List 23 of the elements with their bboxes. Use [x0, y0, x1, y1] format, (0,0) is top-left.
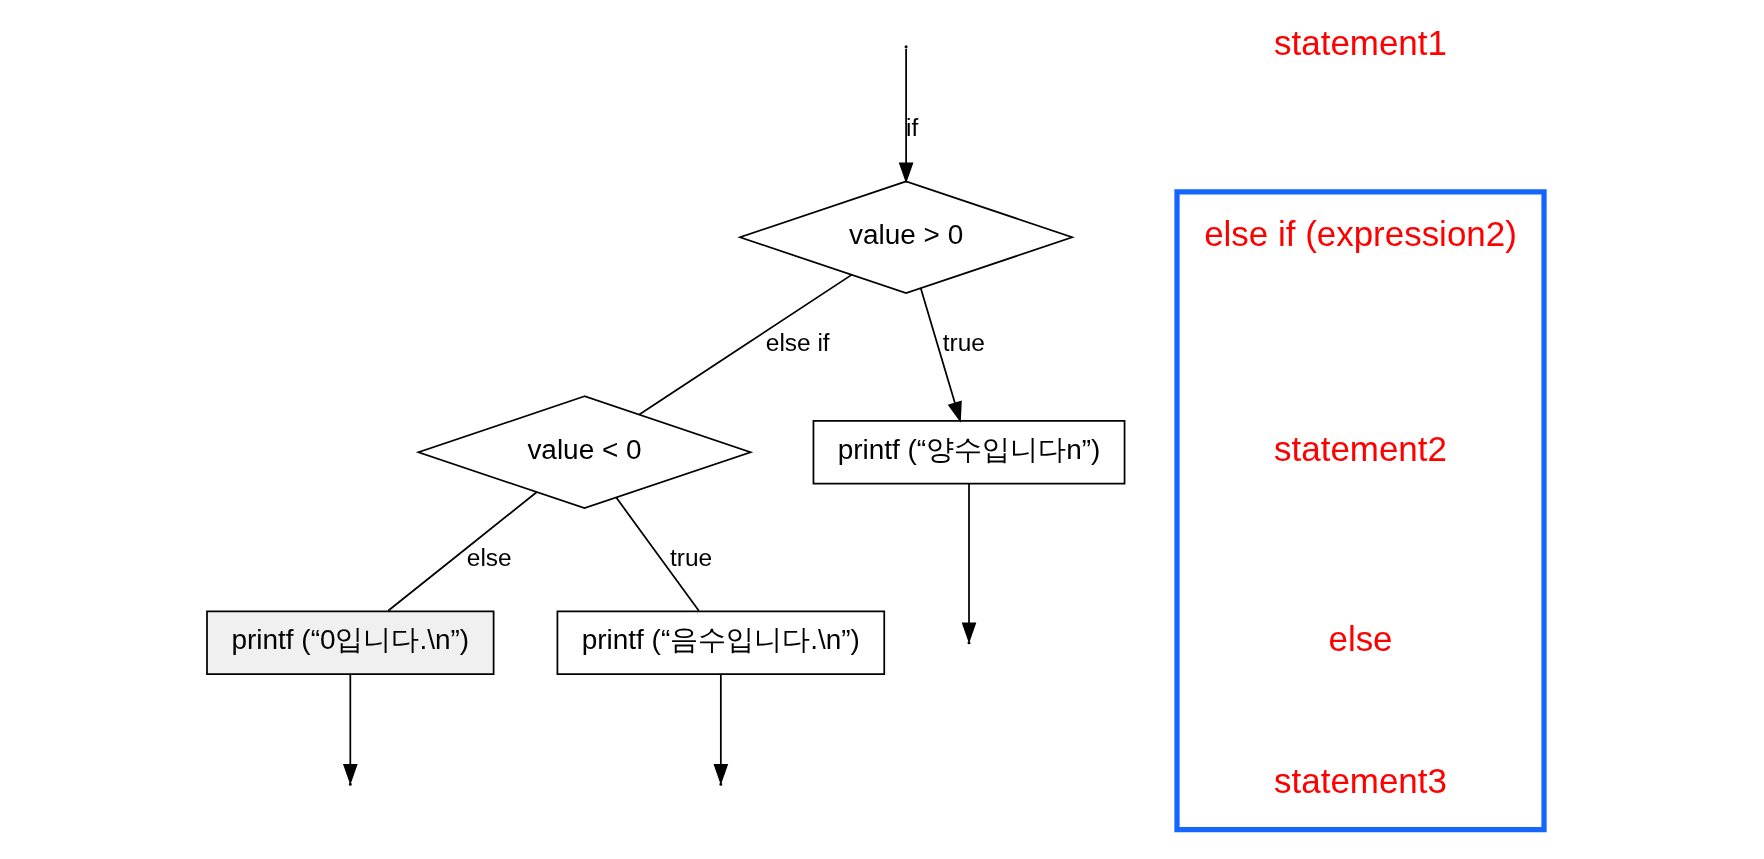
edge-label: true	[942, 329, 985, 357]
label: else if (expression2)	[1203, 213, 1517, 253]
label: else	[1327, 619, 1393, 659]
node-box: printf (“음수입니다.\n”)	[556, 610, 885, 676]
connector	[637, 274, 852, 416]
arrow	[898, 47, 913, 184]
arrow	[713, 673, 728, 785]
edge-label: else	[466, 544, 512, 572]
node-box	[1173, 189, 1547, 833]
label: statement1	[1273, 23, 1447, 63]
node-box: printf (“양수입니다n”)	[812, 419, 1125, 485]
connector	[386, 491, 537, 612]
arrow	[919, 287, 962, 423]
arrow	[342, 673, 358, 785]
label: statement2	[1273, 428, 1447, 468]
connector	[615, 496, 700, 612]
node-box: printf (“0입니다.\n”)	[205, 610, 494, 676]
edge-label: else if	[765, 329, 830, 357]
node-diamond: value < 0	[415, 395, 753, 510]
edge-label: true	[669, 544, 712, 572]
label: statement3	[1273, 761, 1447, 801]
node-diamond: value > 0	[736, 180, 1075, 295]
edge-label: if	[905, 114, 918, 142]
